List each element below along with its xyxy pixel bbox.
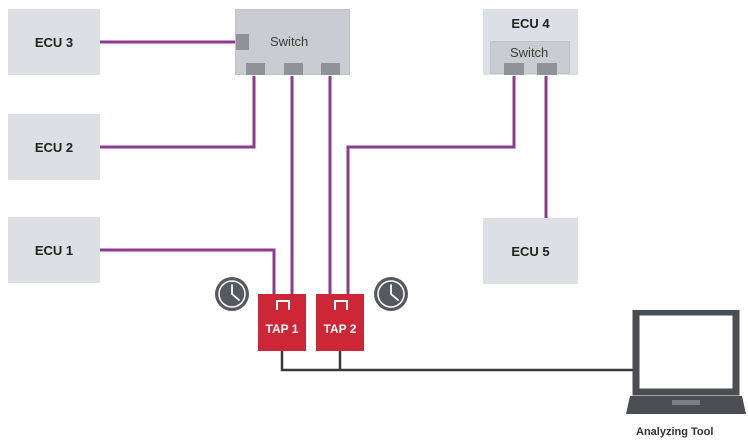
ecu3-label: ECU 3	[34, 34, 74, 50]
ecu4-switch-port-1	[504, 63, 524, 75]
ecu1-box: ECU 1	[8, 217, 100, 283]
tap1-label: TAP 1	[265, 322, 299, 336]
ecu1-label: ECU 1	[34, 242, 74, 258]
link-ecu1-tap1	[100, 248, 276, 296]
ecu3-box: ECU 3	[8, 9, 100, 75]
central-switch-port-2	[284, 63, 303, 75]
tap1-box: TAP 1	[258, 294, 306, 351]
tap2-box: TAP 2	[316, 294, 364, 351]
ecu4-switch: Switch	[490, 41, 570, 75]
central-switch: Switch	[235, 9, 350, 75]
ecu4-switch-label: Switch	[510, 45, 549, 60]
link-ecu2-switch	[100, 76, 256, 149]
ecu5-label: ECU 5	[511, 243, 550, 259]
ecu4-label: ECU 4	[511, 16, 550, 31]
tap2-label: TAP 2	[323, 322, 357, 336]
laptop-icon	[626, 310, 746, 414]
ecu2-label: ECU 2	[34, 139, 74, 155]
ecu2-box: ECU 2	[8, 114, 100, 180]
analyzing-tool-label: Analyzing Tool	[636, 426, 714, 438]
central-switch-port-1	[246, 63, 265, 75]
clock-icon	[374, 277, 408, 311]
clock-icon	[215, 277, 249, 311]
central-switch-port-3	[321, 63, 340, 75]
tap1-port	[276, 300, 290, 310]
central-switch-port-left	[236, 34, 249, 50]
ecu5-box: ECU 5	[483, 218, 578, 284]
central-switch-label: Switch	[270, 34, 309, 49]
link-tap1-tool	[280, 351, 634, 372]
ecu4-switch-port-2	[537, 63, 557, 75]
tap2-port	[334, 300, 348, 310]
link-switch4-tap2	[346, 76, 516, 296]
